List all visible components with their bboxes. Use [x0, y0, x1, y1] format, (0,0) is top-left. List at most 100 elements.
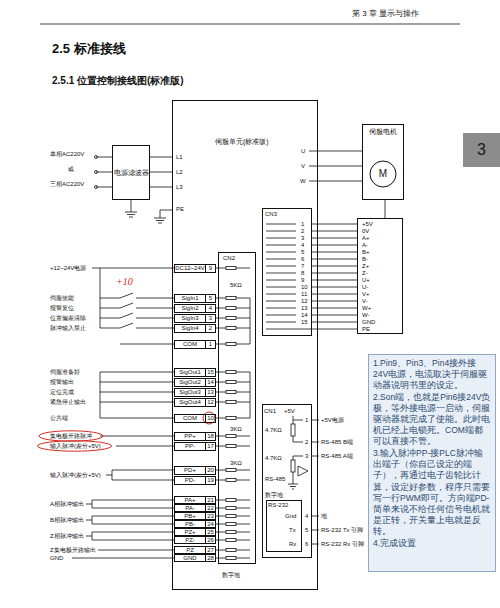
node-text: Z+ [362, 263, 369, 269]
terminal-label: L1 [176, 154, 183, 160]
terminal-label: L2 [176, 169, 183, 175]
red-circle-mark [39, 431, 103, 441]
signal-label: RS-232 Tx 引脚 [321, 527, 363, 533]
terminal-label: V [301, 163, 305, 169]
node-text: COM [175, 415, 205, 422]
terminal-label: L3 [176, 184, 183, 190]
connector-wire [150, 157, 172, 158]
pin-cell: PZ-26 [174, 536, 216, 544]
node-text: 18 [205, 433, 215, 440]
note-box: 1.Pin9、Pin3、Pin4接外接24V电源，电流取决于伺服驱动器说明书里的… [368, 354, 496, 572]
resistor-symbol [226, 499, 236, 502]
node-text: PB- [175, 521, 205, 527]
pin-cell: SigIn15 [174, 294, 216, 303]
node-text: PB+ [175, 513, 205, 519]
node-text: B+ [362, 249, 370, 255]
node-text: 4.7KΩ [265, 455, 282, 461]
node-text: CN2 [223, 255, 235, 261]
node-text: SigOut3 [175, 389, 205, 396]
resistor-symbol [226, 371, 236, 374]
connector-wire [150, 172, 172, 173]
switch-symbol [100, 293, 174, 328]
resistor-symbol [226, 531, 236, 534]
node-text: 28 [205, 555, 215, 561]
resistor-symbol [226, 327, 236, 330]
node-text: 13 [205, 389, 215, 396]
node-text: +5V [362, 221, 373, 227]
pin-cell: PB-24 [174, 520, 216, 528]
node-text: PD- [175, 477, 205, 484]
pin-cell: SigOut115 [174, 368, 216, 377]
node-text: Gnd [285, 513, 296, 519]
filter-box: 电源滤波器 [112, 145, 150, 200]
pin-cell: PA-22 [174, 504, 216, 512]
signal-label: 或 [68, 166, 74, 172]
node-text: A+ [362, 235, 370, 241]
connector-wire [150, 187, 172, 188]
pin-number: 9 [301, 277, 304, 283]
cn2-row-wire [216, 268, 250, 558]
mains-wire [96, 157, 112, 187]
signal-label: 位置偏差清除 [50, 315, 86, 321]
connector-wire [385, 200, 386, 218]
node-text: 10 [205, 415, 215, 422]
pin-cell: PP+18 [174, 432, 216, 441]
terminal-box: +5V0VA+A-B+B-Z+Z-U+U-V+V-W+W-GNDPE [357, 218, 403, 334]
pin-number: 1 [301, 221, 304, 227]
connector-wire [312, 224, 357, 225]
signal-label: 单相AC220V [50, 151, 84, 157]
node-text: COM [175, 341, 205, 348]
node-text: M [379, 169, 387, 179]
connector-wire [312, 329, 357, 330]
node-text: 15 [205, 369, 215, 376]
resistor-symbol [226, 297, 236, 300]
red-circle-mark [38, 441, 112, 451]
pulse-wire [100, 436, 174, 480]
node-text: U+ [362, 277, 370, 283]
signal-label: 报警复位 [50, 305, 74, 311]
signal-label: 三相AC220V [50, 181, 84, 187]
resistor-symbol [226, 445, 236, 448]
signal-wire [120, 344, 174, 345]
pin-cell: GND28 [174, 554, 216, 562]
note-text: 4.完成设置 [373, 538, 491, 549]
pin-number: 4 [305, 513, 308, 519]
cn3-row-wire [266, 224, 312, 329]
node-text: 21 [205, 497, 215, 503]
servo-unit: 伺服单元(标准版)CN3CN2DC12~24V9SigIn15SigIn24Si… [172, 100, 318, 590]
node-text: 4 [205, 305, 215, 312]
motor-terminal-stub [309, 151, 318, 181]
connector-wire [318, 166, 362, 167]
node-text: +5V [284, 408, 295, 414]
resistor-symbol [291, 460, 295, 472]
signal-label: RS-232 Rx 引脚 [321, 541, 364, 547]
component-value: 3KΩ [230, 460, 242, 466]
node-text: 26 [205, 537, 215, 543]
node-text: CN1 [264, 408, 276, 414]
node-text: U- [362, 284, 368, 290]
node-text: Tx [289, 527, 296, 533]
transceiver-symbol [298, 466, 308, 476]
pin-number: 4 [301, 242, 304, 248]
motor-box: 伺服电机M [362, 124, 404, 200]
terminal-label: PE [176, 206, 184, 212]
node-text: 4.7KΩ [265, 427, 282, 433]
node-text: 3 [477, 142, 486, 158]
pin-cell: SigOut313 [174, 388, 216, 397]
node-text: PZ- [175, 537, 205, 543]
node-text: 12 [205, 399, 215, 406]
note-text: 3.输入脉冲PP-接PLC脉冲输出端子（你自己设定的端子），再通过电子齿轮比计算… [373, 448, 491, 536]
node-text: 数字地 [265, 492, 283, 498]
node-text: PZ [175, 547, 205, 553]
node-text: PE [362, 326, 370, 332]
pin-cell: PB+23 [174, 512, 216, 520]
pin-cell: SigIn42 [174, 324, 216, 333]
pin-number: 5 [301, 249, 304, 255]
signal-label: 数字地 [222, 572, 240, 578]
pin-cell: PA+21 [174, 496, 216, 504]
resistor-symbol [226, 401, 236, 404]
signal-label: A相脉冲输出 [50, 501, 84, 507]
node-text: PA+ [175, 497, 205, 503]
port-box: RS-232GndTxRx [266, 500, 302, 552]
signal-label: 输入脉冲(差分+5V) [50, 443, 101, 449]
